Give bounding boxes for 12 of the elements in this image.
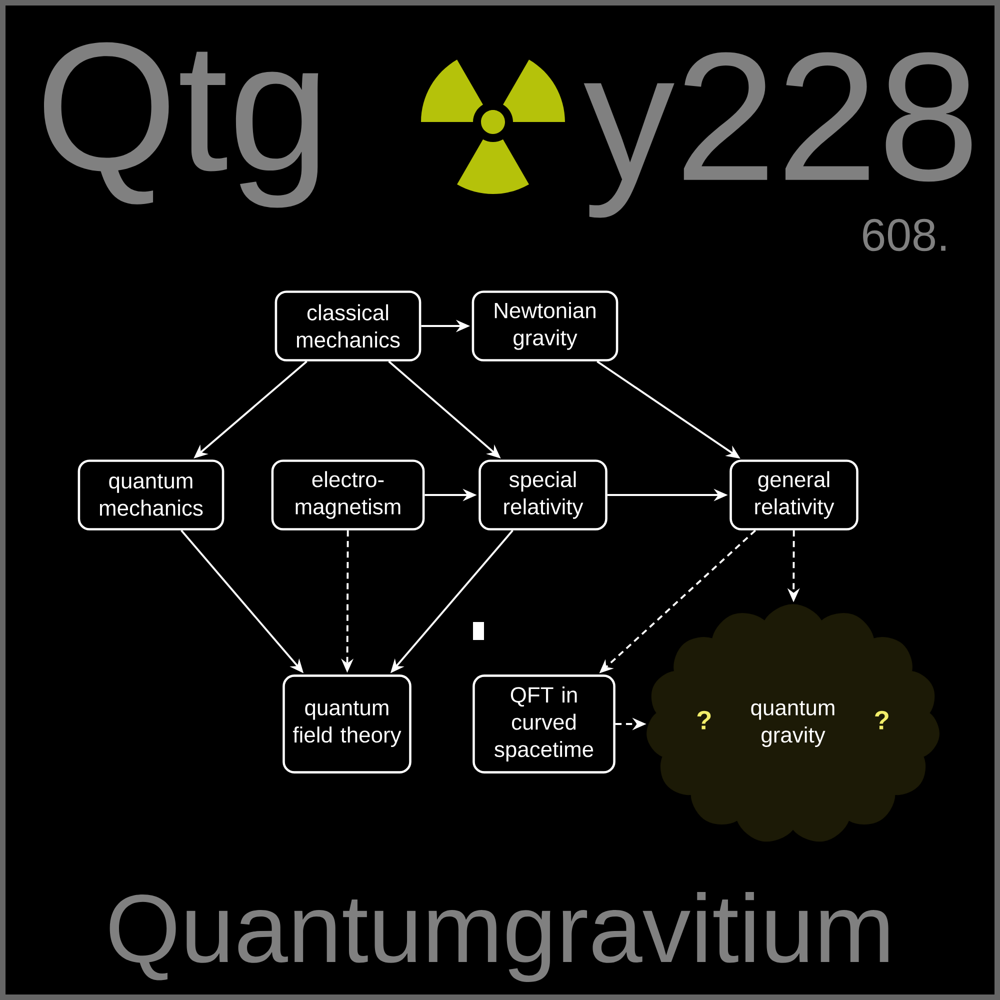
element-symbol: Qtg (44, 42, 318, 208)
concept-box: quantum mechanics (78, 460, 224, 530)
atomic-mass: 608. (863, 218, 946, 252)
element-symbol: y228 (584, 52, 972, 218)
concept-box: classical mechanics (274, 290, 422, 362)
concept-box: special relativity (478, 460, 608, 530)
concept-box: quantum field theory (282, 674, 412, 774)
concept-box: general relativity (730, 460, 858, 530)
concept-box: QFT in curved spacetime (472, 674, 616, 774)
element-name: Quantumgravitium (110, 892, 888, 982)
concept-box: electro- magnetism (271, 460, 425, 530)
concept-box: Newtonian gravity (472, 290, 618, 362)
